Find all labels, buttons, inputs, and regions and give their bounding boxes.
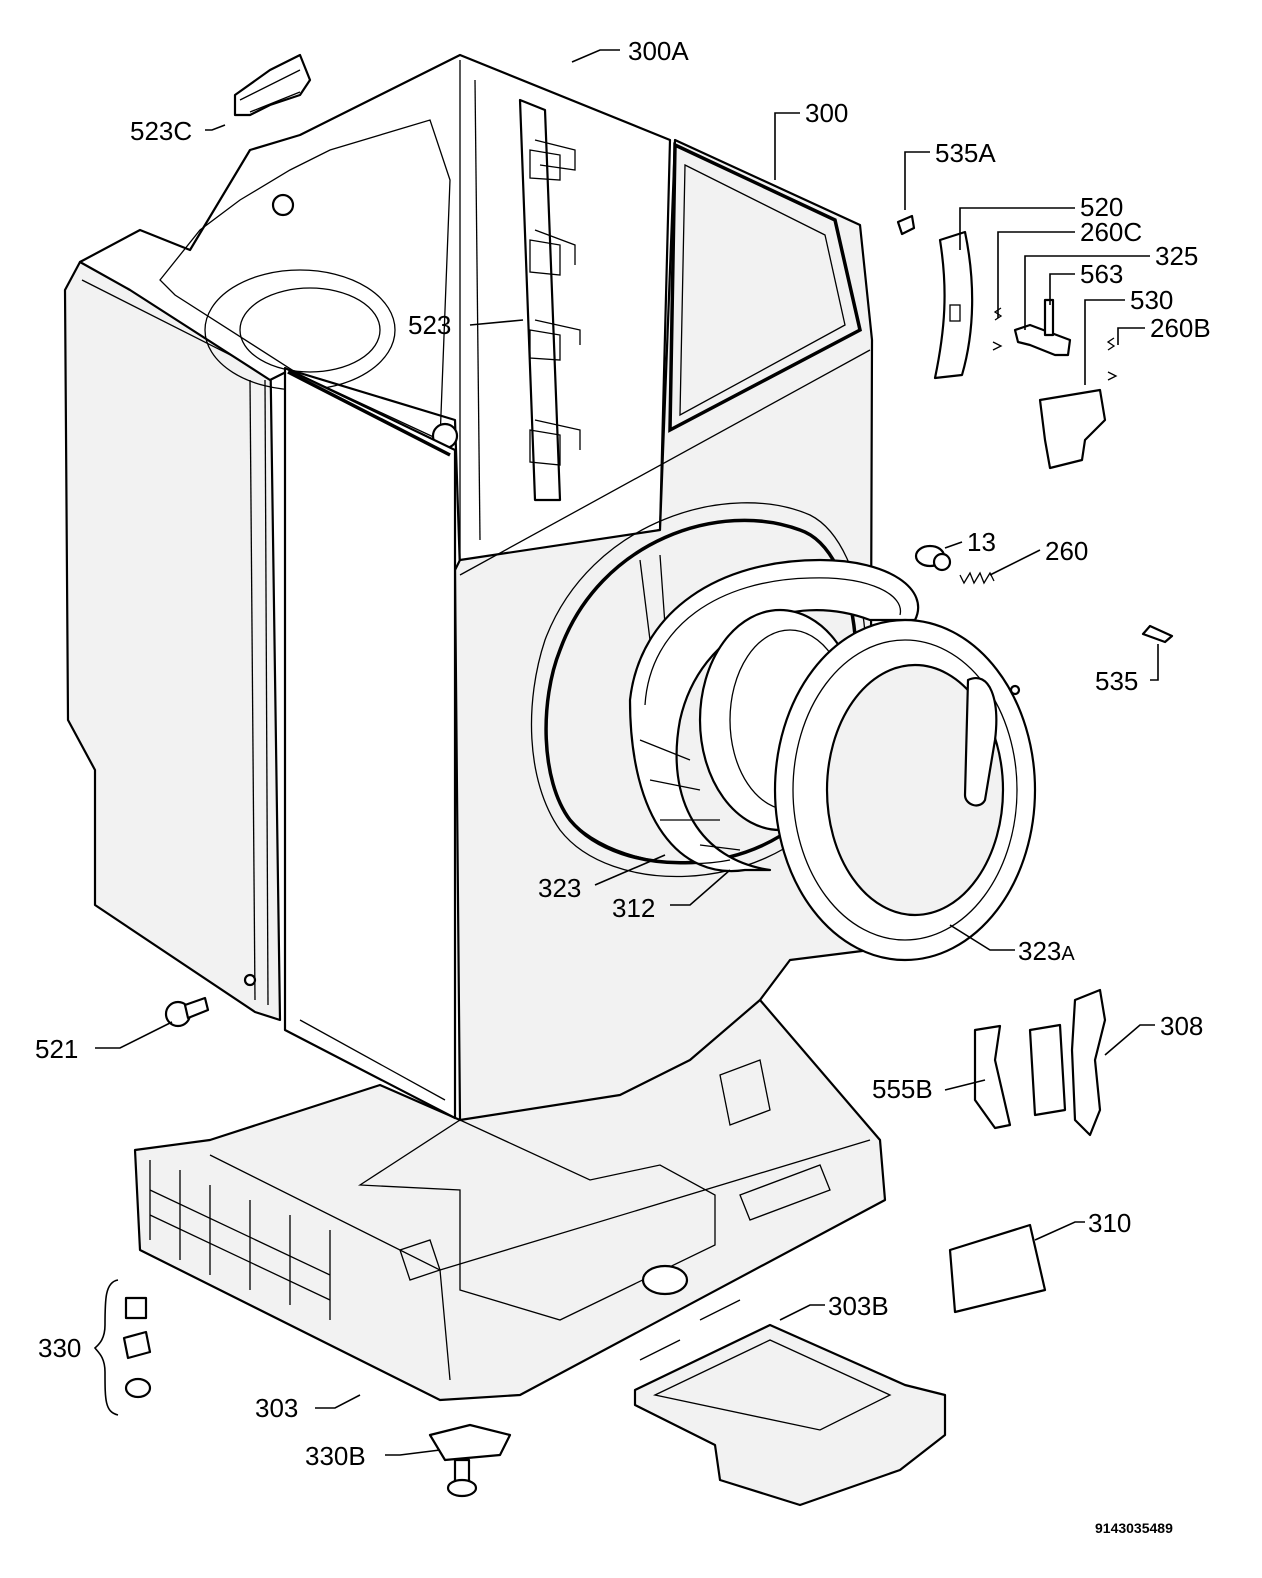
label-535: 535: [1095, 666, 1138, 696]
label-563: 563: [1080, 259, 1123, 289]
leader-lines: [93, 49, 1159, 1456]
hinge-308-part: [1028, 988, 1107, 1137]
clip-523c-part: [233, 53, 312, 117]
spring-260-part: [959, 571, 995, 585]
door-seal-part: [569, 819, 731, 865]
label-300a: 300A: [628, 36, 689, 66]
pin-535-part: [1141, 624, 1174, 644]
label-323a-number: 323: [1018, 936, 1061, 966]
label-323: 323: [538, 873, 581, 903]
label-260c: 260C: [1080, 217, 1142, 247]
bush-13-part: [914, 544, 952, 572]
cabinet-left-wall-part: [283, 366, 457, 1120]
plate-555b-part: [973, 1024, 1012, 1130]
label-523c: 523C: [130, 116, 192, 146]
bracket-530-part: [1038, 388, 1107, 470]
base-frame-part: [133, 998, 887, 1402]
lock-plate-520-part: [933, 230, 974, 380]
pin-535a-part: [896, 214, 916, 236]
label-520: 520: [1080, 192, 1123, 222]
label-530: 530: [1130, 285, 1173, 315]
document-reference-number: 9143035489: [1095, 1520, 1173, 1536]
service-flap-310-part: [948, 1223, 1047, 1314]
screw-521-part: [164, 996, 210, 1028]
label-330b: 330B: [305, 1441, 366, 1471]
cabinet-side-panel-part: [63, 238, 282, 1022]
rear-bracket-part: [518, 98, 581, 502]
label-325: 325: [1155, 241, 1198, 271]
label-260b: 260B: [1150, 313, 1211, 343]
label-535a: 535A: [935, 138, 996, 168]
bottom-plate-303b-part: [633, 1323, 947, 1507]
label-330: 330: [38, 1333, 81, 1363]
label-521: 521: [35, 1034, 78, 1064]
label-303b: 303B: [828, 1291, 889, 1321]
label-13: 13: [967, 527, 996, 557]
label-523: 523: [408, 310, 451, 340]
door-outer-frame-part: [773, 618, 1037, 962]
label-323a-suffix: A: [1061, 943, 1075, 965]
label-260: 260: [1045, 536, 1088, 566]
foot-screws-330-part: [122, 1296, 152, 1399]
adjustable-foot-330b-part: [428, 1423, 512, 1498]
pin-563-part: [1043, 298, 1055, 337]
label-312: 312: [612, 893, 655, 923]
label-323a: 323A: [1018, 936, 1075, 966]
lever-325-part: [1013, 323, 1072, 357]
label-555b: 555B: [872, 1074, 933, 1104]
spring-260c-part: [992, 307, 1003, 351]
label-310: 310: [1088, 1208, 1131, 1238]
label-303: 303: [255, 1393, 298, 1423]
label-300: 300: [805, 98, 848, 128]
spring-260b-part: [1106, 337, 1118, 381]
label-308: 308: [1160, 1011, 1203, 1041]
